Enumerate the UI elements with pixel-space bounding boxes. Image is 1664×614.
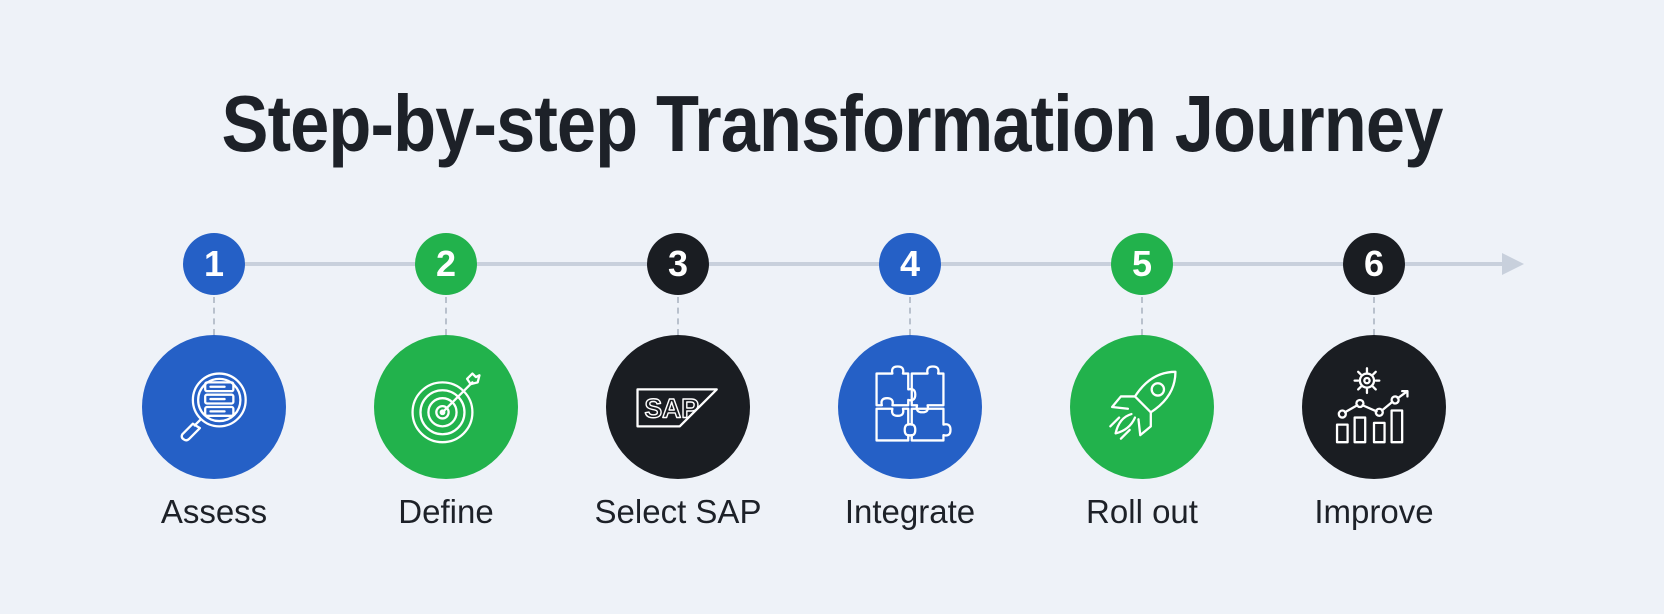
step-roll-out: 5 Roll out xyxy=(1042,0,1242,614)
step-select-sap: 3 SAP Select SAP xyxy=(578,0,778,614)
puzzle-icon xyxy=(875,365,952,442)
step-connector xyxy=(909,297,911,335)
step-number-badge: 6 xyxy=(1343,233,1405,295)
page-title: Step-by-step Transformation Journey xyxy=(221,79,1444,168)
step-icon-circle xyxy=(838,335,982,479)
step-icon-circle: SAP xyxy=(606,335,750,479)
gear-chart-icon xyxy=(1335,367,1409,444)
step-icon-circle xyxy=(142,335,286,479)
step-icon-circle xyxy=(1302,335,1446,479)
step-icon-circle xyxy=(374,335,518,479)
step-connector xyxy=(677,297,679,335)
step-connector xyxy=(445,297,447,335)
step-number-badge: 2 xyxy=(415,233,477,295)
step-assess: 1 Assess xyxy=(114,0,314,614)
step-label: Define xyxy=(398,493,494,530)
step-label: Improve xyxy=(1314,493,1434,530)
step-improve: 6 Improve xyxy=(1274,0,1474,614)
step-label: Integrate xyxy=(844,493,976,530)
step-number-badge: 3 xyxy=(647,233,709,295)
step-label: Select SAP xyxy=(594,493,762,530)
step-number-badge: 4 xyxy=(879,233,941,295)
step-number-badge: 1 xyxy=(183,233,245,295)
step-define: 2 Define xyxy=(346,0,546,614)
target-dart-icon xyxy=(411,372,481,444)
step-label: Assess xyxy=(160,493,268,530)
rocket-icon xyxy=(1109,370,1177,440)
step-label: Roll out xyxy=(1086,493,1198,530)
step-icon-circle xyxy=(1070,335,1214,479)
timeline-arrow-icon xyxy=(1502,253,1524,275)
step-number-badge: 5 xyxy=(1111,233,1173,295)
step-connector xyxy=(1141,297,1143,335)
sap-logo-icon: SAP xyxy=(636,388,718,428)
step-connector xyxy=(1373,297,1375,335)
magnifier-document-icon xyxy=(180,372,247,442)
svg-text:SAP: SAP xyxy=(645,394,699,424)
timeline-line xyxy=(214,262,1514,266)
step-integrate: 4 Integrate xyxy=(810,0,1010,614)
step-connector xyxy=(213,297,215,335)
